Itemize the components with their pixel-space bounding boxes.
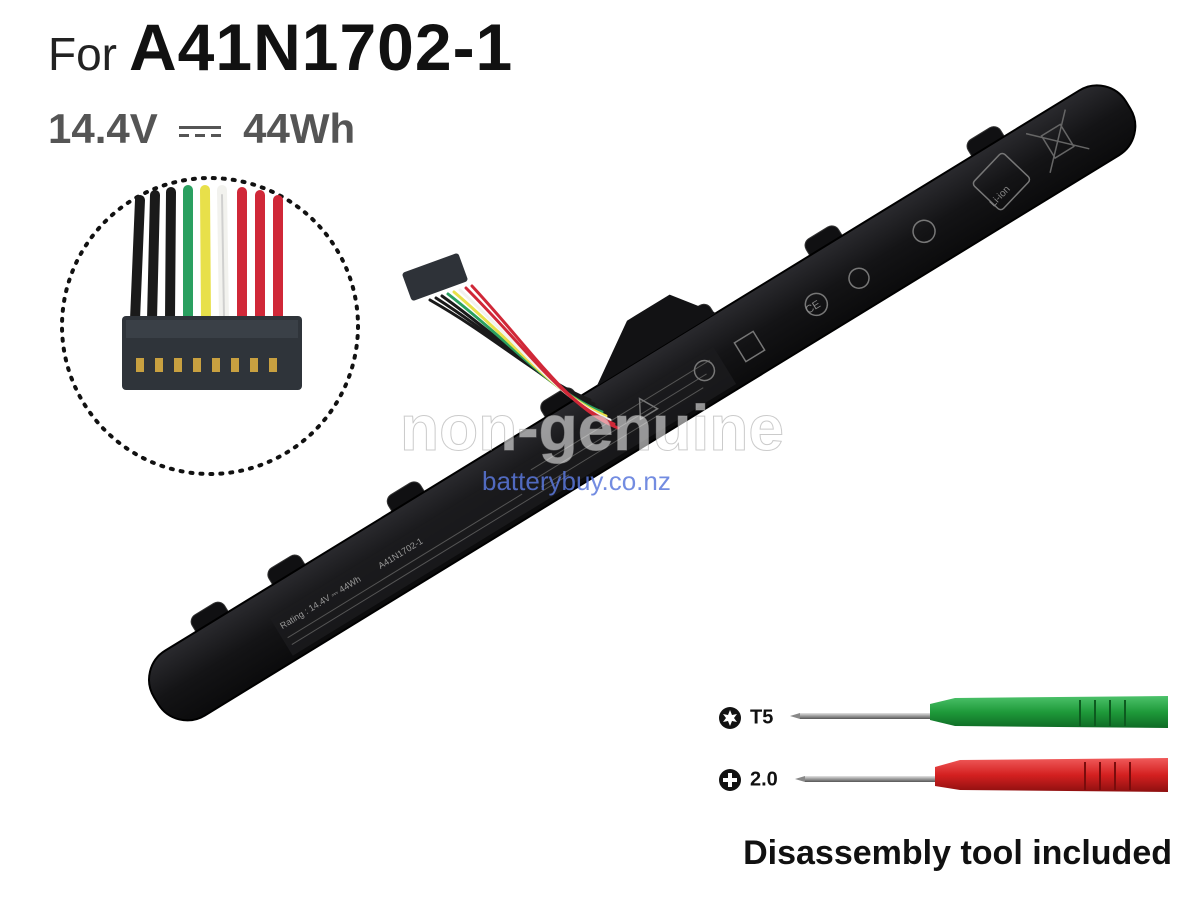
screwdriver-phillips (795, 758, 1168, 792)
voltage-value: 14.4V (48, 105, 158, 152)
tool-label-phillips: 2.0 (718, 768, 778, 792)
capacity-value: 44Wh (243, 105, 356, 152)
model-number: A41N1702-1 (129, 10, 514, 84)
wire-connector (402, 253, 468, 301)
watermark-non-genuine: non-genuine (400, 392, 785, 464)
dc-symbol-icon (179, 125, 222, 137)
title-prefix: For (48, 28, 117, 80)
phillips-cross-icon (719, 769, 741, 791)
disassembly-tool-caption: Disassembly tool included (743, 834, 1172, 872)
screwdriver-t5 (790, 696, 1168, 728)
battery-pack: Rating : 14.4V ⎓ 44Wh A41N1702-1 Li-ion … (148, 84, 1137, 722)
watermark-site: batterybuy.co.nz (482, 466, 671, 496)
battery-wires (428, 284, 620, 430)
torx-star-icon (719, 707, 741, 729)
battery-spec: 14.4V 44Wh (48, 108, 355, 150)
tool-label-t5: T5 (718, 706, 773, 730)
crossed-bin-icon (1025, 109, 1090, 174)
connector-zoom-inset (60, 176, 360, 476)
